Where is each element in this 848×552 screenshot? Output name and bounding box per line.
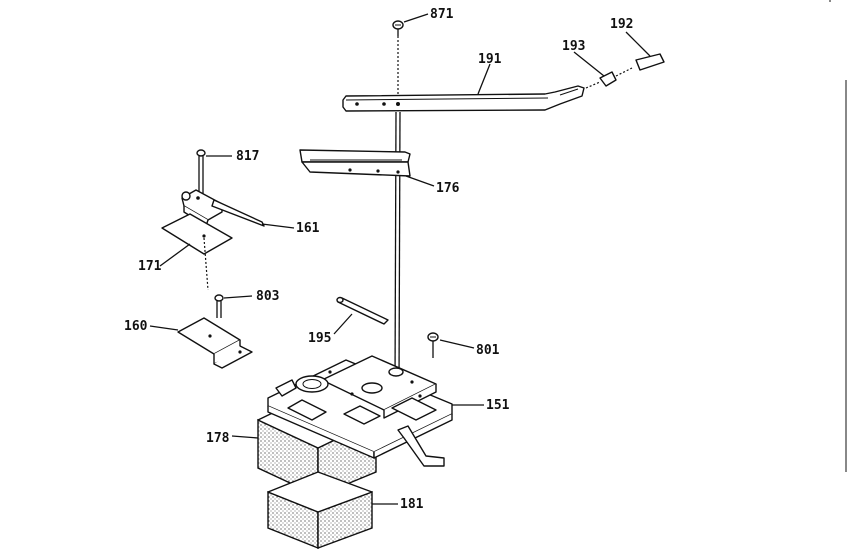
label-161: 161 (296, 221, 320, 236)
part-801-screw (427, 332, 475, 358)
part-181-box (267, 471, 398, 550)
label-801: 801 (476, 343, 500, 358)
part-161-switch (181, 189, 295, 229)
label-191: 191 (478, 52, 502, 67)
label-192: 192 (610, 17, 633, 32)
label-195: 195 (308, 331, 331, 346)
part-193-clip (573, 51, 633, 89)
shaft-axis-line (394, 36, 401, 386)
label-193: 193 (562, 39, 585, 54)
part-171-plate (159, 213, 233, 291)
label-160: 160 (124, 319, 148, 334)
part-192-cap (625, 31, 665, 71)
label-817: 817 (236, 149, 259, 164)
part-191-bracket (342, 63, 585, 112)
part-803-screw (214, 294, 253, 318)
part-151-mechanism (267, 355, 484, 467)
label-151: 151 (486, 398, 510, 413)
label-871: 871 (430, 7, 454, 22)
part-871-screw (392, 13, 429, 36)
part-176-channel (299, 149, 435, 187)
part-195-pin (333, 296, 389, 335)
label-181: 181 (400, 497, 424, 512)
label-176: 176 (436, 181, 460, 196)
label-171: 171 (138, 259, 162, 274)
part-817-screw (196, 149, 232, 194)
part-160-bracket (149, 317, 253, 369)
label-803: 803 (256, 289, 279, 304)
label-178: 178 (206, 431, 230, 446)
